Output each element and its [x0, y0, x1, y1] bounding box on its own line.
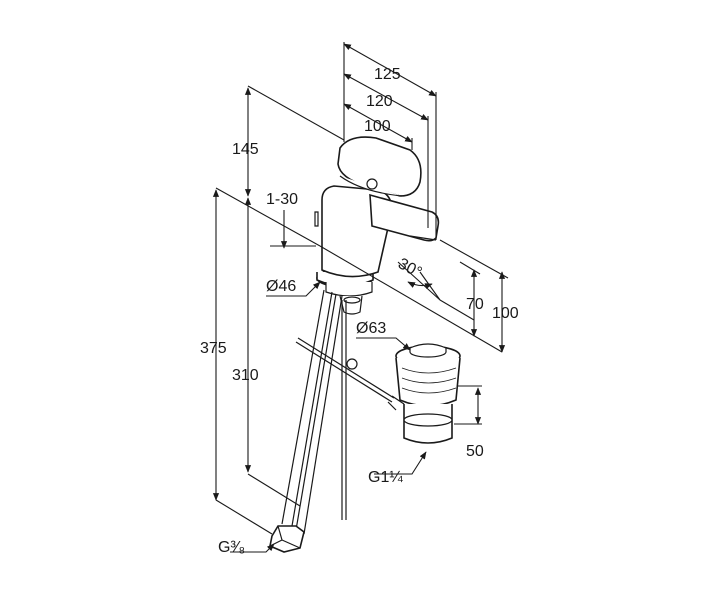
leader-dia-63 [356, 337, 411, 351]
ext-line-top-145 [247, 85, 345, 141]
drain-body [395, 357, 461, 407]
leader-g1-1-4 [374, 451, 427, 475]
label-120: 120 [366, 93, 393, 110]
linkage-bar [295, 341, 393, 403]
dim-100 [343, 103, 413, 143]
supply-hoses [269, 289, 347, 553]
hose-1-left [281, 289, 325, 525]
label-g3-8: G³⁄₈ [218, 539, 245, 556]
ext-line-bottom-375 [215, 499, 273, 535]
linkage-bar-edge [297, 337, 395, 399]
hose-2-left [295, 293, 337, 531]
popup-knob [314, 211, 319, 227]
label-125: 125 [374, 66, 401, 83]
mounting-shank [325, 282, 373, 297]
label-spout-100: 100 [492, 305, 519, 322]
dimension-lines [212, 42, 509, 553]
drain-assembly [295, 337, 461, 444]
label-145: 145 [232, 141, 259, 158]
ext-line-deck [215, 187, 321, 247]
drain-outlet-ring [403, 413, 453, 427]
faucet-assembly [314, 136, 440, 315]
mounting-nut-top [343, 296, 361, 304]
label-g1-1-4: G1¼ [368, 469, 403, 486]
label-375: 375 [200, 340, 227, 357]
ext-line-bottom-310 [247, 473, 301, 507]
ext-line-70-top [459, 261, 481, 275]
leader-dia-46 [266, 281, 321, 297]
drain-side-connector [387, 395, 405, 411]
dim-120 [343, 73, 429, 121]
label-dia-63: Ø63 [356, 320, 386, 337]
ext-line-deck-right [319, 245, 503, 353]
ext-line-70-bottom [439, 299, 475, 321]
angle-line-1 [397, 261, 441, 301]
label-1-30: 1-30 [266, 191, 298, 208]
linkage-clip [346, 358, 358, 370]
dimension-labels: 125 120 100 145 1-30 375 310 Ø46 Ø63 30°… [200, 66, 519, 556]
drain-thread-lines [401, 367, 457, 394]
spout-outlet-line [409, 235, 437, 241]
label-angle-30: 30° [395, 255, 424, 281]
label-dia-46: Ø46 [266, 278, 296, 295]
leader-g3-8 [230, 543, 275, 553]
label-50: 50 [466, 443, 484, 460]
drain-plug-cap [409, 343, 447, 352]
lever-pivot [366, 178, 378, 190]
hose-1-right [291, 291, 333, 527]
angle-arc [407, 281, 433, 290]
label-310: 310 [232, 367, 259, 384]
ext-line-spout-outlet [439, 239, 509, 279]
hose-2-right [303, 295, 343, 535]
label-70: 70 [466, 296, 484, 313]
label-reach-100: 100 [364, 118, 391, 135]
